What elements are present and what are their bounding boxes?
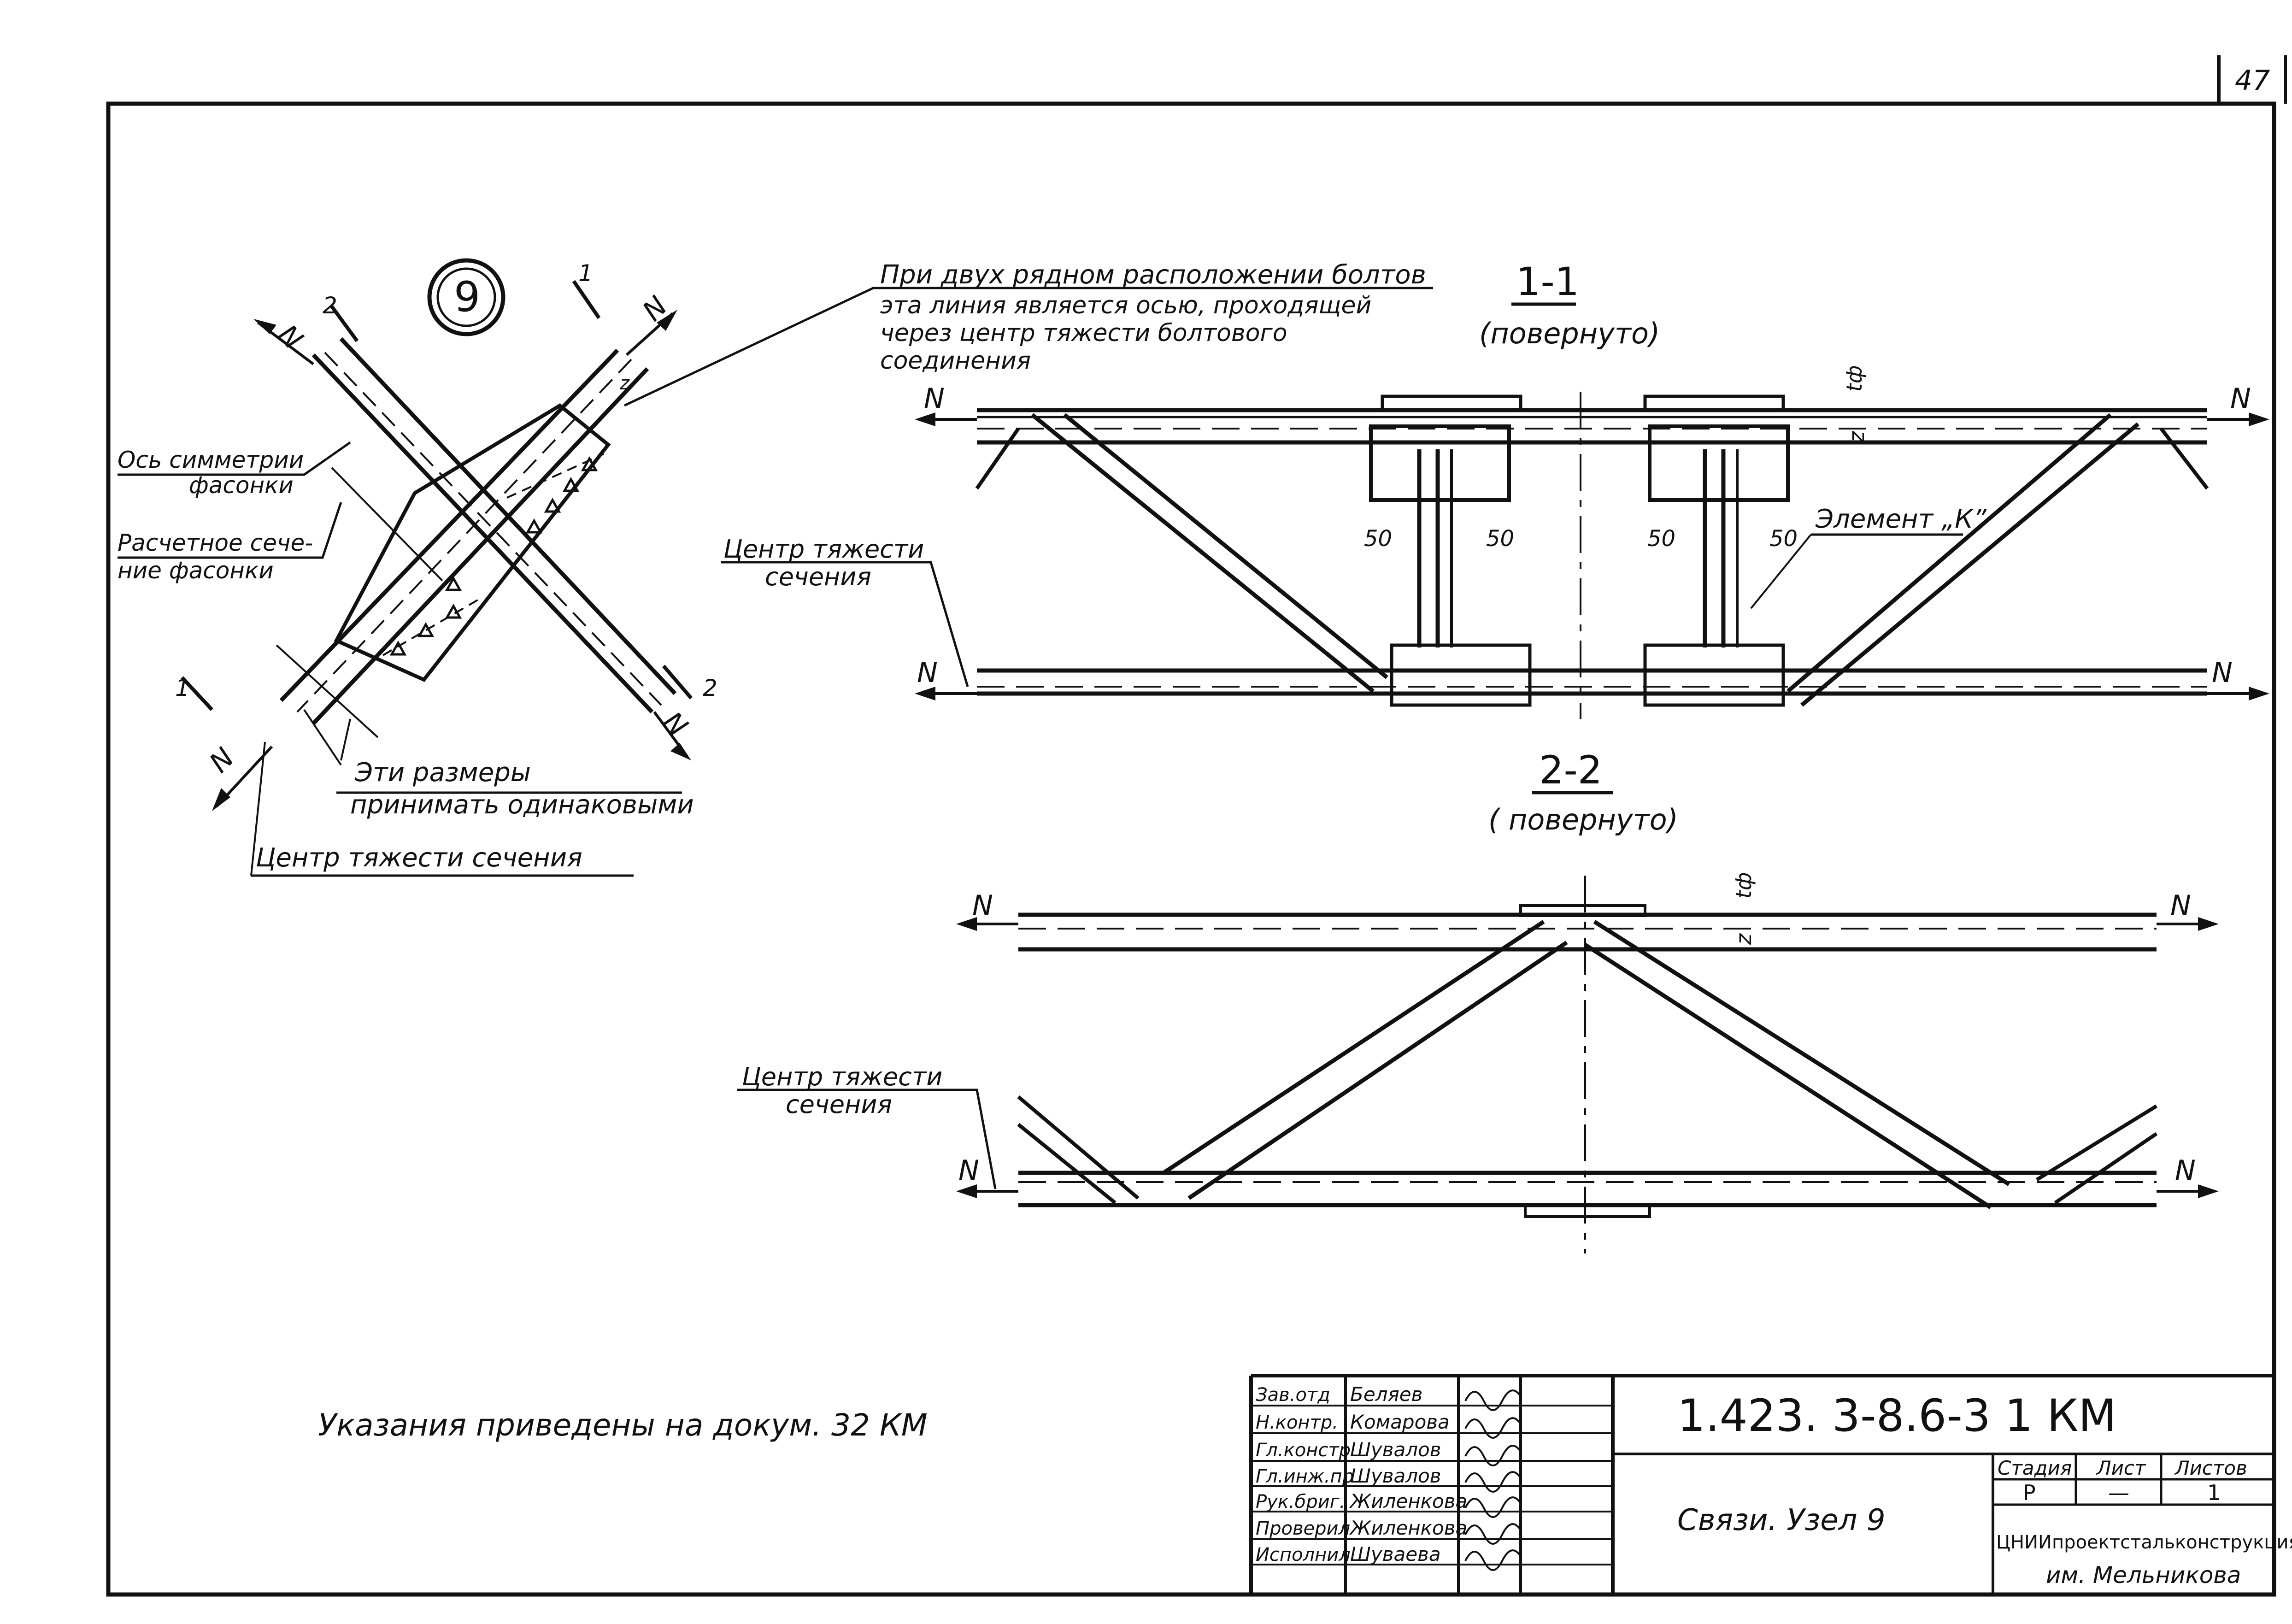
note-calc-section-1: Расчетное сече- xyxy=(118,530,313,556)
sheet-value: — xyxy=(2108,1480,2129,1505)
gusset-plate xyxy=(334,403,611,682)
svg-text:Рук.бриг.: Рук.бриг. xyxy=(1256,1491,1345,1512)
tf-label-2: tф xyxy=(1731,872,1756,899)
title-block: 1.423. 3-8.6-3 1 КМ Связи. Узел 9 Стадия… xyxy=(1249,1374,2292,1595)
drawing-frame xyxy=(106,101,2276,1597)
svg-text:Гл.инж.пр: Гл.инж.пр xyxy=(1256,1466,1354,1487)
svg-text:Шувалов: Шувалов xyxy=(1350,1438,1441,1461)
svg-text:N: N xyxy=(2175,1154,2196,1187)
bolts xyxy=(368,453,604,665)
cg-1-1-line1: Центр тяжести xyxy=(723,535,924,564)
note-two-row-1: При двух рядном расположении болтов xyxy=(880,260,1426,290)
svg-text:N: N xyxy=(972,889,993,922)
signature-roles: Зав.отд Н.контр. Гл.констр Гл.инж.пр Рук… xyxy=(1256,1384,1354,1565)
forces-2-2: N N N N xyxy=(956,889,2219,1198)
svg-text:N: N xyxy=(2212,657,2233,689)
org-name: ЦНИИпроектстальконструкция xyxy=(1996,1532,2292,1553)
note-axis-symmetry-1: Ось симметрии xyxy=(118,447,304,473)
sheet-number-box: 47 xyxy=(2217,55,2287,104)
svg-text:Н.контр.: Н.контр. xyxy=(1256,1412,1338,1433)
dim-c-label: z xyxy=(619,373,630,394)
svg-text:Беляев: Беляев xyxy=(1350,1383,1422,1406)
stage-value: Р xyxy=(2023,1480,2036,1505)
node-label-circle xyxy=(427,258,505,336)
svg-text:Проверил: Проверил xyxy=(1256,1518,1350,1539)
instructions-note: Указания приведены на докум. 32 КМ xyxy=(318,1407,928,1443)
svg-text:2: 2 xyxy=(323,292,337,319)
dim-50-a: 50 xyxy=(1364,526,1392,552)
note-two-row-4: соединения xyxy=(880,347,1031,375)
force-arrows xyxy=(212,310,691,811)
sheets-header: Листов xyxy=(2174,1457,2247,1479)
signatures xyxy=(1464,1389,1522,1571)
svg-text:Зав.отд: Зав.отд xyxy=(1256,1384,1330,1406)
svg-text:N: N xyxy=(2170,889,2191,922)
note-two-row-2: эта линия является осью, проходящей xyxy=(880,292,1371,319)
node-9-detail: 9 N N N N xyxy=(118,258,1433,877)
section-2-2-title: 2-2 xyxy=(1539,747,1602,793)
note-same-dims-1: Эти размеры xyxy=(354,758,531,788)
cg-1-1-line2: сечения xyxy=(765,562,871,591)
cut-marks: 2 1 1 2 xyxy=(175,260,717,711)
svg-text:1: 1 xyxy=(578,260,593,287)
sheet-header: Лист xyxy=(2096,1457,2146,1479)
note-calc-section-2: ние фасонки xyxy=(118,557,274,584)
z-label-2: z xyxy=(1731,933,1756,945)
force-n-se: N xyxy=(656,706,693,743)
svg-text:N: N xyxy=(917,657,938,689)
force-n-nw: N xyxy=(271,318,309,356)
org-name-2: им. Мельникова xyxy=(2046,1562,2241,1589)
stage-header: Стадия xyxy=(1998,1457,2072,1479)
section-2-2: 2-2 ( повернуто) N N N xyxy=(737,747,2219,1253)
z-label-1: z xyxy=(1844,431,1869,443)
svg-text:N: N xyxy=(924,382,945,415)
note-cg-section: Центр тяжести сечения xyxy=(256,843,582,873)
forces-1-1: N N N N xyxy=(915,382,2269,700)
leaders xyxy=(118,287,1433,877)
cg-2-2-line2: сечения xyxy=(786,1090,892,1119)
note-axis-symmetry-2: фасонки xyxy=(189,472,294,499)
section-1-1-title: 1-1 xyxy=(1516,259,1579,304)
drawing-title: Связи. Узел 9 xyxy=(1677,1503,1886,1537)
force-n-sw: N xyxy=(203,741,241,779)
dimension-lines xyxy=(276,467,443,738)
svg-text:N: N xyxy=(2230,382,2251,415)
section-1-1: 1-1 (повернуто) xyxy=(721,259,2269,719)
cg-2-2-line1: Центр тяжести xyxy=(742,1062,942,1091)
element-k: Элемент „К” xyxy=(1815,504,1987,534)
node-label: 9 xyxy=(454,273,480,321)
note-same-dims-2: принимать одинаковыми xyxy=(350,790,694,820)
svg-text:Гл.констр: Гл.констр xyxy=(1256,1440,1351,1461)
svg-text:Шуваева: Шуваева xyxy=(1350,1543,1441,1565)
svg-text:Жиленкова: Жиленкова xyxy=(1349,1490,1467,1512)
svg-text:2: 2 xyxy=(703,675,717,701)
section-2-2-sub: ( повернуто) xyxy=(1488,803,1678,836)
sheet-number: 47 xyxy=(2235,65,2270,97)
signature-names: Беляев Комарова Шувалов Шувалов Жиленков… xyxy=(1349,1383,1467,1565)
note-two-row-3: через центр тяжести болтового xyxy=(880,319,1287,347)
tf-label-1: tф xyxy=(1842,365,1867,392)
sheets-value: 1 xyxy=(2207,1480,2221,1505)
svg-text:1: 1 xyxy=(175,675,190,701)
member-ne-sw xyxy=(279,348,649,725)
svg-text:Шувалов: Шувалов xyxy=(1350,1465,1441,1487)
dim-50-c: 50 xyxy=(1647,526,1675,552)
doc-code: 1.423. 3-8.6-3 1 КМ xyxy=(1677,1390,2116,1442)
dim-50-b: 50 xyxy=(1486,526,1514,552)
section-1-1-sub: (повернуто) xyxy=(1479,317,1660,350)
svg-text:Жиленкова: Жиленкова xyxy=(1349,1517,1467,1539)
svg-text:Комарова: Комарова xyxy=(1350,1411,1450,1433)
svg-text:Исполнил: Исполнил xyxy=(1256,1544,1351,1565)
svg-text:N: N xyxy=(958,1154,979,1187)
dim-50-d: 50 xyxy=(1769,526,1798,552)
